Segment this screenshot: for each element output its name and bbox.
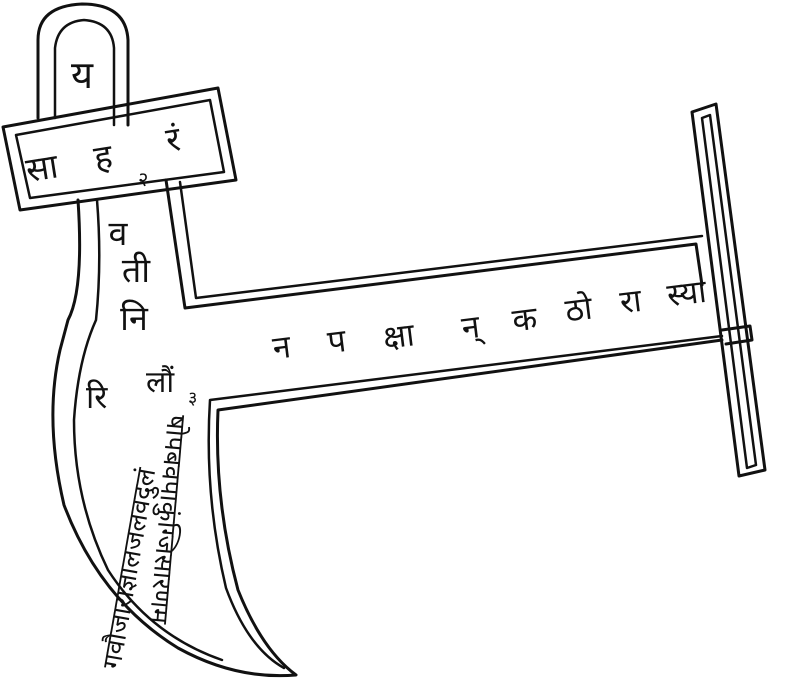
crossguard-number: २ — [138, 167, 148, 191]
arm-letter-4: न् — [460, 307, 487, 348]
handle-top-letter: य — [71, 53, 94, 97]
arm-letter-2: प — [325, 321, 348, 361]
arm-letter-1: न — [271, 327, 294, 367]
arm-letter-3: क्षा — [381, 315, 417, 357]
blade-inner-left: रि — [86, 378, 108, 416]
arm-letter-6: ठो — [563, 288, 595, 329]
blade-inner-right: लौं — [146, 365, 175, 400]
grip-letter-2: ती — [122, 251, 151, 291]
right-bar-inner — [702, 115, 756, 468]
grip-letter-3: नि — [120, 299, 149, 339]
crossguard-letter-2: ह — [91, 136, 116, 178]
arm-letter-5: क — [510, 299, 540, 340]
crossguard-letter-3: रं — [163, 119, 184, 161]
grip-letter-1: व — [109, 214, 129, 254]
crossguard-letter-1: सा — [23, 146, 62, 191]
blade-number: ३ — [188, 388, 197, 409]
arm-letter-8: स्या — [665, 272, 709, 315]
arm-letter-7: रा — [618, 281, 645, 321]
